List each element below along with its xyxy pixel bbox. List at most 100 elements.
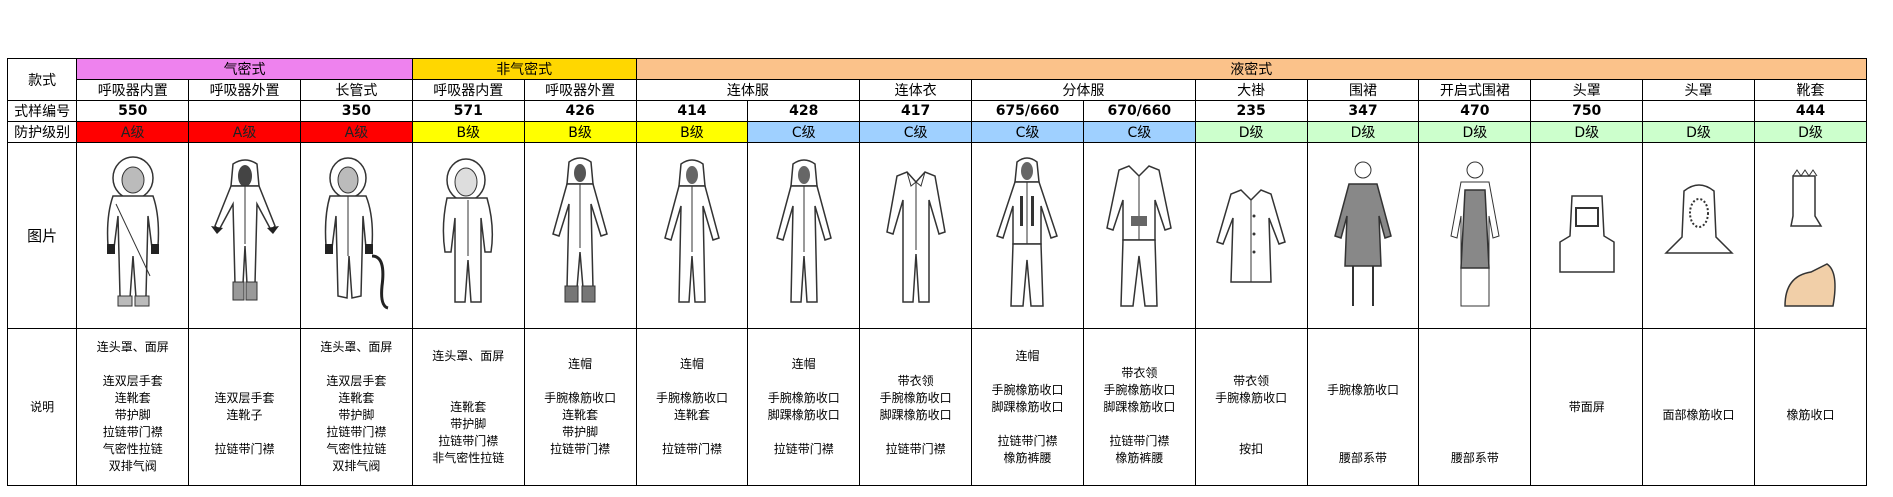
row-header-style-number: 式样编号 xyxy=(6,100,78,122)
description-line xyxy=(1644,390,1754,407)
description-line: 腰部系带 xyxy=(1339,450,1388,465)
style-number-cell: 470 xyxy=(1418,100,1532,122)
picture-row: 图片 xyxy=(6,142,1868,329)
description-line xyxy=(749,373,859,390)
description-line xyxy=(637,424,747,441)
row-header-description: 说明 xyxy=(6,328,78,486)
open-apron-icon xyxy=(1450,161,1500,306)
description-line: 拉链带门襟 xyxy=(550,442,611,456)
level-badge: D级 xyxy=(1194,121,1308,143)
picture-cell xyxy=(1530,142,1644,329)
description-line: 手腕橡筋收口 xyxy=(879,391,952,405)
description-line: 双排气阀 xyxy=(332,459,381,473)
description-line: 脚踝橡筋收口 xyxy=(767,408,840,422)
description-line xyxy=(413,365,523,382)
description-cell: 橡筋收口 xyxy=(1753,328,1868,486)
description-line xyxy=(190,356,300,373)
description-line xyxy=(190,424,300,441)
hood-face-shield-icon xyxy=(1558,194,1615,273)
description-line xyxy=(1308,399,1418,416)
subtype-cell: 头罩 xyxy=(1530,79,1644,101)
description-line xyxy=(1196,356,1306,373)
picture-cell xyxy=(859,142,973,329)
description-line xyxy=(1084,348,1194,365)
description-line xyxy=(301,356,411,373)
description-line: 按扣 xyxy=(1239,442,1264,456)
description-line xyxy=(861,424,971,441)
category-airtight: 气密式 xyxy=(76,58,413,80)
description-line xyxy=(190,373,300,390)
protective-clothing-table: 款式 气密式 非气密式 液密式 呼吸器内置 呼吸器外置 长管式 呼吸器内置 呼吸… xyxy=(6,58,1868,486)
description-line: 带护脚 xyxy=(338,408,375,422)
picture-cell xyxy=(299,142,413,329)
description-line xyxy=(78,356,188,373)
description-cell: 手腕橡筋收口腰部系带 xyxy=(1306,328,1420,486)
level-badge: D级 xyxy=(1753,121,1868,143)
category-liquid-tight: 液密式 xyxy=(635,58,1868,80)
level-badge: B级 xyxy=(635,121,749,143)
picture-cell xyxy=(411,142,525,329)
description-line: 连帽 xyxy=(568,357,593,371)
subtype-cell: 开启式围裙 xyxy=(1418,79,1532,101)
level-badge: A级 xyxy=(299,121,413,143)
coverall-hood-boots-icon xyxy=(552,156,609,302)
level-badge: A级 xyxy=(76,121,190,143)
subtype-cell: 呼吸器外置 xyxy=(188,79,301,101)
style-number-cell: 414 xyxy=(635,100,749,122)
description-line: 连靴套 xyxy=(673,408,710,422)
coverall-hood-icon xyxy=(775,158,832,303)
description-line: 连帽 xyxy=(791,357,816,371)
style-number-cell xyxy=(188,100,301,122)
description-line: 手腕橡筋收口 xyxy=(1215,391,1288,405)
level-badge: D级 xyxy=(1418,121,1532,143)
suit-hood-mask-icon xyxy=(442,157,494,303)
subtype-cell: 呼吸器内置 xyxy=(411,79,525,101)
style-number-cell: 428 xyxy=(747,100,861,122)
description-line xyxy=(1308,348,1418,365)
row-header-category: 款式 xyxy=(6,58,78,101)
description-line: 连双层手套 xyxy=(102,374,163,388)
description-line: 橡筋收口 xyxy=(1786,408,1835,422)
picture-cell xyxy=(76,142,190,329)
subtype-row: 呼吸器内置 呼吸器外置 长管式 呼吸器内置 呼吸器外置 连体服 连体衣 分体服 … xyxy=(8,79,1868,101)
hood-elastic-icon xyxy=(1663,183,1734,254)
description-cell: 带衣领手腕橡筋收口按扣 xyxy=(1194,328,1308,486)
description-line xyxy=(1196,424,1306,441)
row-header-protection-level: 防护级别 xyxy=(6,121,78,143)
level-badge: D级 xyxy=(1306,121,1420,143)
category-row: 款式 气密式 非气密式 液密式 xyxy=(6,58,1868,101)
picture-cell xyxy=(635,142,749,329)
description-line: 手腕橡筋收口 xyxy=(655,391,728,405)
suit-hood-mask-icon xyxy=(106,155,159,306)
level-badge: D级 xyxy=(1530,121,1644,143)
subtype-cell: 连体衣 xyxy=(859,79,973,101)
description-line: 带衣领 xyxy=(1233,374,1270,388)
picture-cell xyxy=(1306,142,1420,329)
description-line: 手腕橡筋收口 xyxy=(1103,382,1176,397)
description-cell: 面部橡筋收口 xyxy=(1642,328,1755,486)
description-line: 带面屏 xyxy=(1568,399,1605,414)
description-line: 连头罩、面屏 xyxy=(432,348,505,363)
subtype-cell: 呼吸器外置 xyxy=(523,79,637,101)
description-line xyxy=(1420,416,1530,433)
description-line: 脚踝橡筋收口 xyxy=(991,399,1064,414)
level-badge: B级 xyxy=(411,121,525,143)
description-line: 脚踝橡筋收口 xyxy=(1103,399,1176,414)
description-line: 连双层手套 xyxy=(326,374,387,388)
description-line: 连帽 xyxy=(679,357,704,371)
description-line: 非气密性拉链 xyxy=(432,450,505,465)
style-number-cell: 350 xyxy=(299,100,413,122)
description-line: 橡筋裤腰 xyxy=(1115,450,1164,465)
description-cell: 带衣领手腕橡筋收口脚踝橡筋收口拉链带门襟橡筋裤腰 xyxy=(1082,328,1196,486)
level-badge: A级 xyxy=(188,121,301,143)
description-line xyxy=(1755,390,1865,407)
suit-external-breather-icon xyxy=(210,158,279,300)
description-line: 带衣领 xyxy=(897,374,934,388)
description-cell: 带衣领手腕橡筋收口脚踝橡筋收口拉链带门襟 xyxy=(859,328,973,486)
description-row: 说明 连头罩、面屏连双层手套连靴套带护脚拉链带门襟气密性拉链双排气阀 连双层手套… xyxy=(6,328,1868,486)
description-line: 带护脚 xyxy=(450,416,487,431)
style-number-cell: 426 xyxy=(523,100,637,122)
description-line: 脚踝橡筋收口 xyxy=(879,408,952,422)
description-line: 拉链带门襟 xyxy=(997,433,1058,448)
description-line: 拉链带门襟 xyxy=(1109,433,1170,448)
